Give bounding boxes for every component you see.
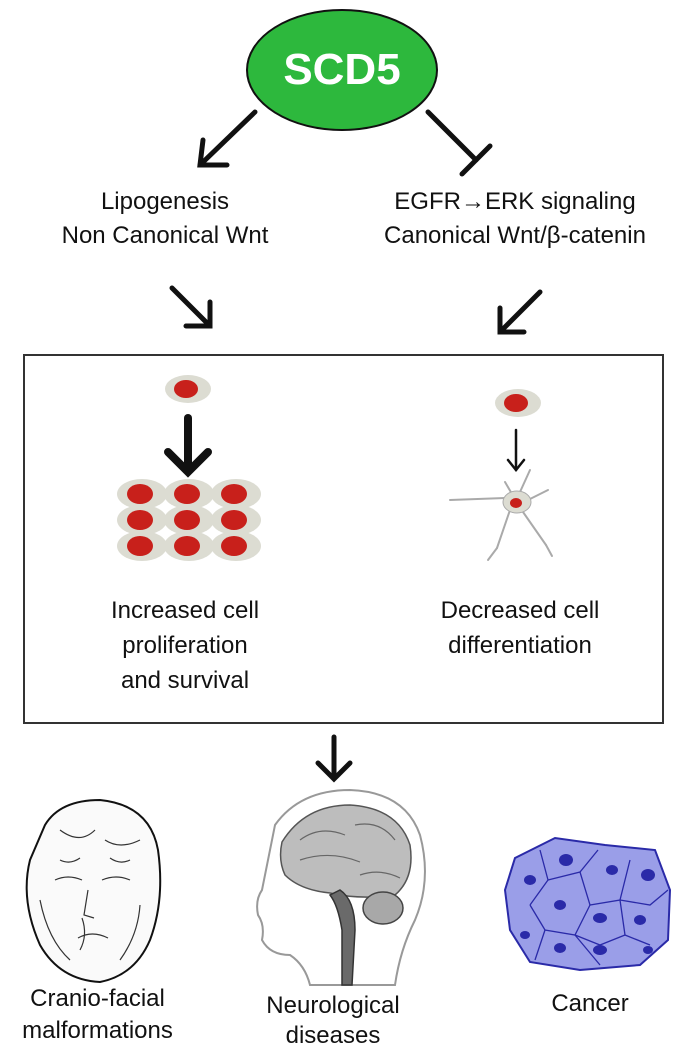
brainstem	[328, 889, 356, 986]
proliferation-arrow	[164, 414, 212, 478]
inhibition-to-right-branch	[425, 109, 493, 177]
single-cell-icon	[165, 375, 211, 403]
differentiation-arrow	[506, 428, 526, 473]
right-outcome-line2: differentiation	[448, 632, 592, 659]
branch-arrows	[169, 285, 543, 335]
left-outcome-line2: proliferation	[122, 632, 248, 659]
arrow-right-to-box	[497, 289, 543, 335]
disease-label-neuro-1: Neurological	[266, 992, 400, 1019]
neuron-body	[502, 490, 532, 514]
scd5-label: SCD5	[283, 45, 401, 94]
disease-label-cancer: Cancer	[551, 990, 629, 1017]
arrow-left-to-box	[169, 285, 213, 329]
right-branch-line2: Canonical Wnt/β-catenin	[384, 222, 646, 249]
left-outcome-line3: and survival	[120, 667, 250, 694]
neuron-icon	[449, 469, 553, 561]
outcome-box	[23, 354, 664, 724]
right-branch-line1: EGFR→ERK signaling	[394, 188, 636, 215]
cerebellum	[362, 891, 404, 925]
left-branch-line1: Lipogenesis	[100, 188, 230, 215]
disease-label-craniofacial-2: malformations	[22, 1017, 173, 1044]
right-outcome-line1: Decreased cell	[440, 597, 600, 624]
disease-label-neuro-2: diseases	[285, 1022, 381, 1049]
disease-label-craniofacial-1: Cranio-facial	[30, 985, 165, 1012]
cell-cluster-icon	[117, 479, 261, 561]
root-arrows	[197, 109, 493, 177]
scd5-node	[246, 9, 438, 131]
left-outcome-line1: Increased cell	[110, 597, 260, 624]
single-cell-icon-right	[495, 389, 541, 417]
left-branch-line2: Non Canonical Wnt	[61, 222, 269, 249]
arrow-to-left-branch	[197, 109, 258, 168]
brain-shape	[279, 804, 412, 898]
